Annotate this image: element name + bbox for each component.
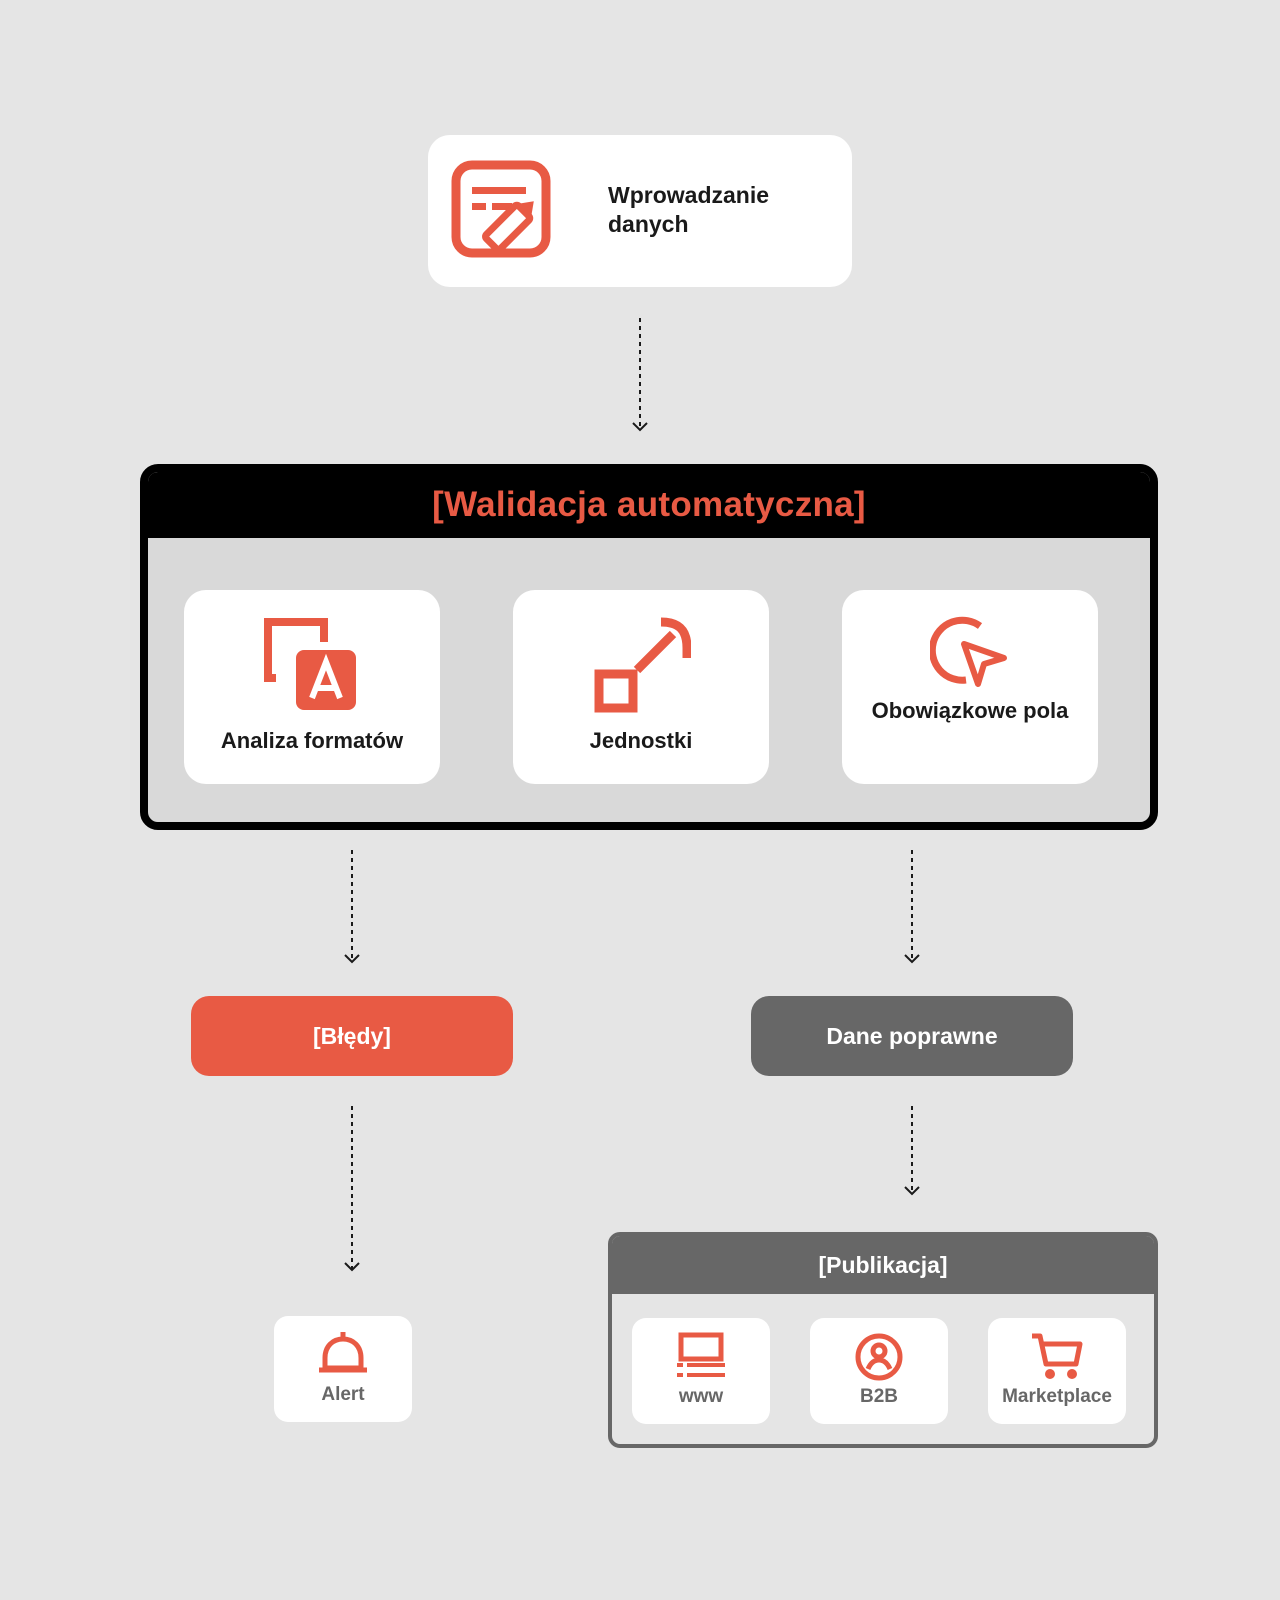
publication-item-marketplace: Marketplace (988, 1318, 1126, 1424)
data-entry-edit-icon (451, 160, 551, 258)
publication-item-www: www (632, 1318, 770, 1424)
errors-label: [Błędy] (313, 1022, 391, 1049)
publication-title: [Publikacja] (818, 1251, 948, 1278)
flow-arrow-to-valid (904, 850, 920, 968)
validation-item-label: Analiza formatów (220, 728, 404, 753)
publication-header: [Publikacja] (612, 1236, 1154, 1294)
valid-data-label: Dane poprawne (826, 1022, 998, 1049)
input-label: Wprowadzanie danych (608, 182, 770, 237)
validation-title: [Walidacja automatyczna] (432, 485, 866, 524)
flow-arrow-to-alert (344, 1106, 360, 1276)
flow-arrow-input-validation (632, 318, 648, 436)
validation-item-units: Jednostki (513, 590, 769, 784)
required-fields-cursor-icon (930, 616, 1007, 687)
flow-arrow-to-publication (904, 1106, 920, 1200)
validation-header: [Walidacja automatyczna] (148, 472, 1150, 538)
publication-item-label: www (678, 1386, 724, 1407)
format-analysis-icon (264, 618, 356, 710)
validation-item-required: Obowiązkowe pola (842, 590, 1098, 784)
flow-arrow-to-errors (344, 850, 360, 968)
valid-data-node: Dane poprawne (751, 996, 1073, 1076)
alert-node: Alert (274, 1316, 412, 1422)
publication-item-b2b: B2B (810, 1318, 948, 1424)
alert-label: Alert (321, 1384, 365, 1405)
publication-group: [Publikacja] www B2B Marketplace (608, 1232, 1158, 1448)
input-node: Wprowadzanie danych (428, 135, 852, 287)
cart-icon (1032, 1333, 1083, 1379)
b2b-user-icon (855, 1333, 903, 1381)
validation-item-formats: Analiza formatów (184, 590, 440, 784)
website-icon (677, 1332, 725, 1377)
publication-item-label: Marketplace (1002, 1386, 1112, 1407)
validation-item-label: Jednostki (589, 728, 693, 753)
bell-icon (319, 1332, 367, 1373)
errors-node: [Błędy] (191, 996, 513, 1076)
validation-item-label: Obowiązkowe pola (871, 698, 1069, 723)
publication-item-label: B2B (859, 1386, 898, 1407)
units-resize-icon (594, 617, 691, 713)
validation-group: [Walidacja automatyczna] Analiza formató… (140, 464, 1158, 830)
